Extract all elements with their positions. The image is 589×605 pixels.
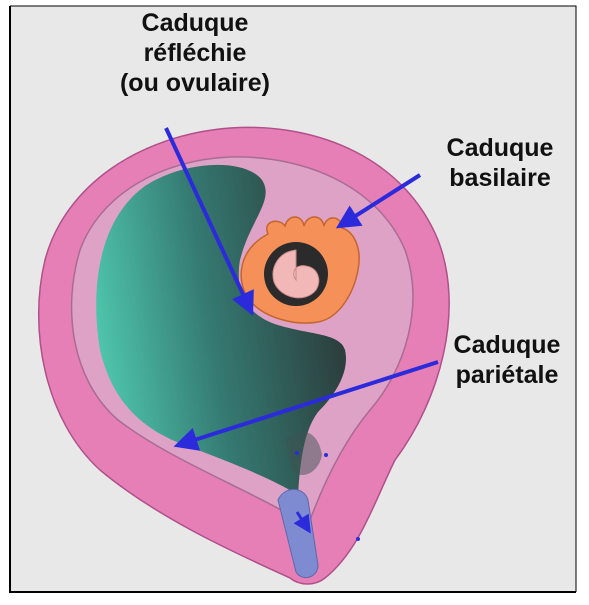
marker-dot	[324, 453, 328, 457]
marker-dot	[356, 537, 360, 541]
marker-dot	[295, 451, 299, 455]
label-line: pariétale	[432, 360, 582, 390]
label-line: basilaire	[420, 163, 580, 193]
label-caduque-parietale: Caduque pariétale	[432, 330, 582, 390]
label-caduque-reflechie: Caduque réfléchie (ou ovulaire)	[70, 8, 320, 98]
label-line: (ou ovulaire)	[70, 68, 320, 98]
label-line: réfléchie	[70, 38, 320, 68]
label-line: Caduque	[420, 133, 580, 163]
label-line: Caduque	[432, 330, 582, 360]
label-caduque-basilaire: Caduque basilaire	[420, 133, 580, 193]
label-line: Caduque	[70, 8, 320, 38]
